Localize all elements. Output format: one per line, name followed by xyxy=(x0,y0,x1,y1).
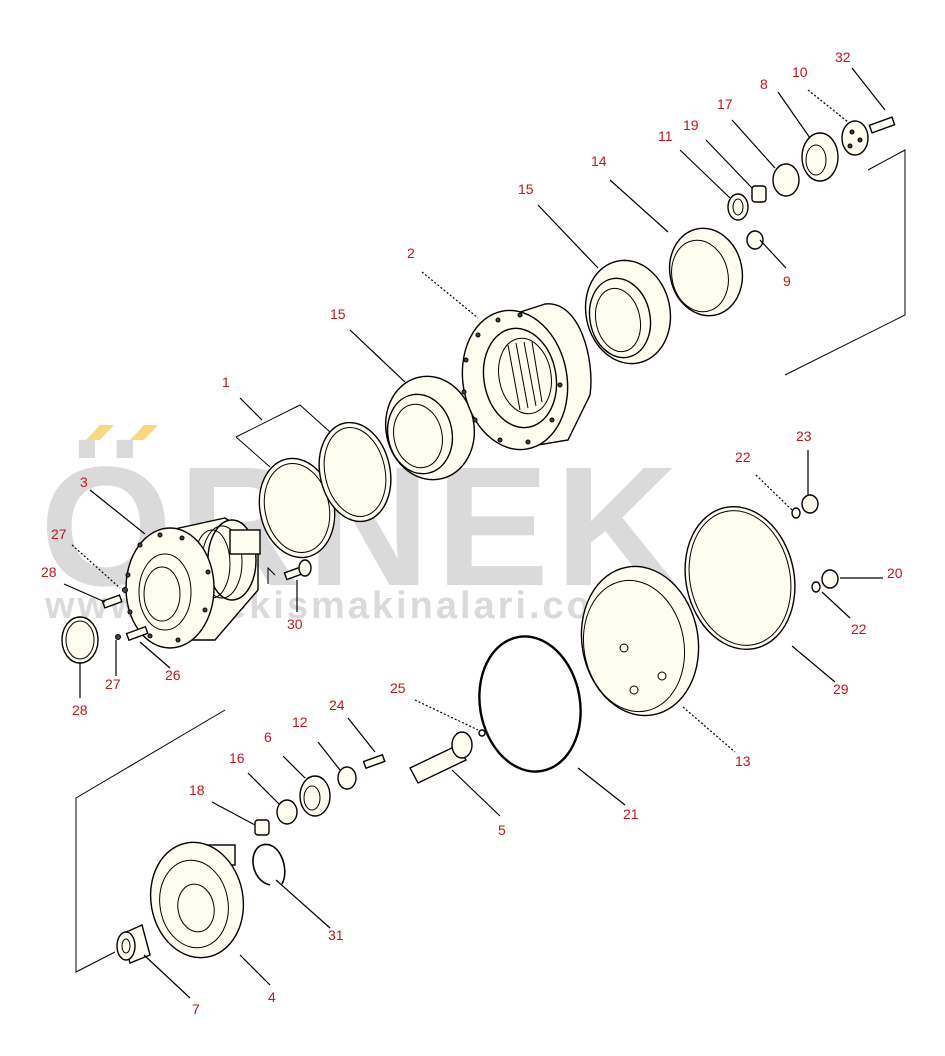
part-23-plug xyxy=(801,494,819,514)
part-12-plate xyxy=(337,766,357,790)
callout-6: 6 xyxy=(264,729,272,745)
part-6-gear xyxy=(299,775,331,817)
part-29-o-ring xyxy=(684,505,796,651)
part-25-ball xyxy=(478,729,486,737)
part-13-cover xyxy=(580,565,700,717)
part-19-bushing xyxy=(751,185,767,203)
callout-4: 4 xyxy=(268,989,276,1005)
callout-14: 14 xyxy=(591,153,607,169)
part-22-seal-lower xyxy=(811,581,821,593)
part-32-bolt xyxy=(868,116,896,134)
callout-32: 32 xyxy=(835,49,851,65)
assembly-frame-lines xyxy=(75,149,906,973)
callout-10: 10 xyxy=(792,64,808,80)
callout-26: 26 xyxy=(165,667,181,683)
part-18-bushing xyxy=(254,819,270,836)
callout-5: 5 xyxy=(498,822,506,838)
part-7-gear xyxy=(116,924,151,964)
callout-3: 3 xyxy=(80,474,88,490)
frame-lower-left xyxy=(75,709,226,973)
watermark-accent-right xyxy=(130,425,158,440)
callout-15-right: 15 xyxy=(518,181,534,197)
callout-27-upper: 27 xyxy=(51,526,67,542)
callout-11: 11 xyxy=(658,128,673,144)
callout-22-upper: 22 xyxy=(735,449,751,465)
part-31-snap-ring xyxy=(252,843,286,886)
small-parts-upper xyxy=(727,116,896,250)
part-9-ring xyxy=(746,230,764,250)
watermark-accent-left xyxy=(86,425,114,440)
callout-25: 25 xyxy=(390,680,406,696)
callout-19: 19 xyxy=(683,117,699,133)
part-1-seal-rings xyxy=(258,421,392,559)
part-8-gear xyxy=(801,132,839,182)
callout-28-lower: 28 xyxy=(72,702,88,718)
bracket-part-1-leg xyxy=(235,436,271,468)
part-21-o-ring xyxy=(478,635,582,773)
part-4-carrier xyxy=(149,841,245,959)
part-2-hub xyxy=(461,303,592,451)
callout-20: 20 xyxy=(887,565,903,581)
callout-29: 29 xyxy=(833,681,849,697)
callout-2: 2 xyxy=(407,245,415,261)
callout-labels: 1 2 3 4 5 6 7 8 9 10 11 12 13 14 15 15 1… xyxy=(41,49,903,1017)
callout-18: 18 xyxy=(189,782,205,798)
part-10-plate xyxy=(841,120,869,156)
part-26-pin xyxy=(125,625,149,642)
callout-16: 16 xyxy=(229,750,245,766)
part-28-snap-ring xyxy=(61,616,99,664)
part-30-bolt xyxy=(283,559,312,581)
part-17-needle-bearing xyxy=(772,163,800,197)
bracket-bolt-30 xyxy=(267,566,276,584)
callout-9: 9 xyxy=(783,273,791,289)
part-27-ball-upper xyxy=(122,587,128,593)
leader-lines xyxy=(63,67,886,999)
callout-1: 1 xyxy=(222,374,230,390)
part-20-plug xyxy=(821,569,839,589)
plugs-and-seals xyxy=(791,494,839,593)
callout-12: 12 xyxy=(292,714,308,730)
part-15-bearing-right xyxy=(584,259,672,365)
callout-31: 31 xyxy=(328,927,344,943)
callout-28-upper: 28 xyxy=(41,564,57,580)
part-15-bearing-left xyxy=(384,375,476,481)
frame-upper-right xyxy=(784,149,906,376)
part-16-bearing xyxy=(276,799,298,825)
part-14-ring-nut xyxy=(668,227,744,317)
part-22-seal-upper xyxy=(791,507,801,519)
callout-24: 24 xyxy=(329,697,345,713)
callout-7: 7 xyxy=(192,1001,200,1017)
part-24-bolt xyxy=(362,753,386,770)
callout-23: 23 xyxy=(796,428,812,444)
part-11-washer xyxy=(727,193,749,221)
bracket-part-1 xyxy=(235,404,331,438)
part-27-ball-lower xyxy=(115,634,121,640)
part-3-motor-housing xyxy=(125,517,261,649)
callout-30: 30 xyxy=(287,616,303,632)
callout-21: 21 xyxy=(623,806,639,822)
callout-15-left: 15 xyxy=(330,306,346,322)
callout-27-lower: 27 xyxy=(105,676,121,692)
part-28-pin xyxy=(101,594,123,609)
small-pins xyxy=(101,587,149,642)
callout-8: 8 xyxy=(760,76,768,92)
callout-13: 13 xyxy=(735,753,751,769)
small-parts-lower xyxy=(254,753,386,836)
callout-17: 17 xyxy=(717,96,733,112)
part-5-shaft xyxy=(409,731,473,784)
callout-22-lower: 22 xyxy=(851,621,867,637)
